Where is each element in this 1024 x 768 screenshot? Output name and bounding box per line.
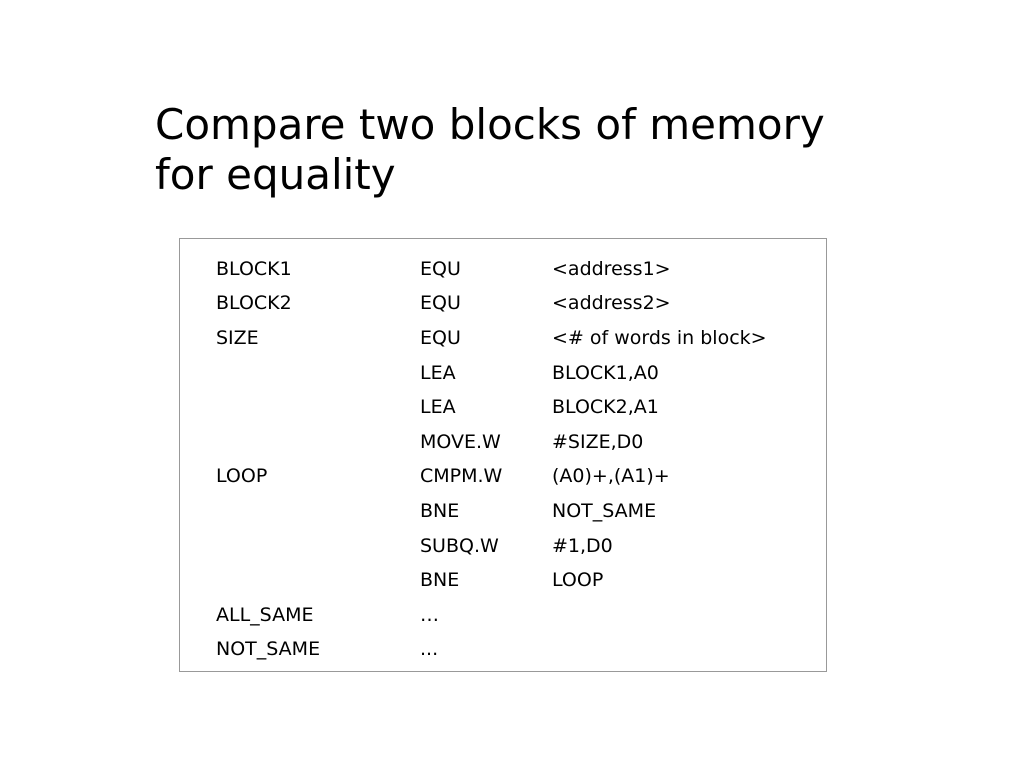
- code-row: LOOP CMPM.W (A0)+,(A1)+: [180, 461, 826, 491]
- code-operand: NOT_SAME: [552, 500, 657, 522]
- code-opcode: CMPM.W: [420, 465, 503, 487]
- code-row: BNE LOOP: [180, 565, 826, 595]
- code-row: LEA BLOCK2,A1: [180, 392, 826, 422]
- code-opcode: LEA: [420, 362, 456, 384]
- code-row: SUBQ.W #1,D0: [180, 531, 826, 561]
- code-operand: <# of words in block>: [552, 327, 767, 349]
- slide-title-line-1: Compare two blocks of memory: [155, 100, 825, 149]
- code-opcode: LEA: [420, 396, 456, 418]
- code-label: NOT_SAME: [216, 638, 321, 660]
- code-operand: <address1>: [552, 258, 671, 280]
- code-row: BNE NOT_SAME: [180, 496, 826, 526]
- code-label: BLOCK2: [216, 292, 292, 314]
- code-label: BLOCK1: [216, 258, 292, 280]
- code-operand: (A0)+,(A1)+: [552, 465, 670, 487]
- code-opcode: …: [420, 604, 439, 626]
- slide-title-line-2: for equality: [155, 150, 396, 199]
- code-operand: #SIZE,D0: [552, 431, 644, 453]
- code-opcode: EQU: [420, 292, 461, 314]
- code-opcode: MOVE.W: [420, 431, 501, 453]
- code-opcode: BNE: [420, 500, 460, 522]
- code-operand: BLOCK1,A0: [552, 362, 659, 384]
- code-listing-box: BLOCK1 EQU <address1> BLOCK2 EQU <addres…: [179, 238, 827, 672]
- code-row: LEA BLOCK1,A0: [180, 358, 826, 388]
- slide-title: Compare two blocks of memory for equalit…: [155, 100, 915, 200]
- code-opcode: EQU: [420, 258, 461, 280]
- code-row: BLOCK2 EQU <address2>: [180, 288, 826, 318]
- code-label: SIZE: [216, 327, 259, 349]
- code-row: SIZE EQU <# of words in block>: [180, 323, 826, 353]
- code-opcode: ...: [420, 638, 439, 660]
- code-row: ALL_SAME …: [180, 600, 826, 630]
- code-row: BLOCK1 EQU <address1>: [180, 254, 826, 284]
- code-label: LOOP: [216, 465, 268, 487]
- code-row: NOT_SAME ...: [180, 634, 826, 664]
- code-opcode: SUBQ.W: [420, 535, 499, 557]
- code-operand: #1,D0: [552, 535, 613, 557]
- code-opcode: BNE: [420, 569, 460, 591]
- code-operand: BLOCK2,A1: [552, 396, 659, 418]
- code-operand: <address2>: [552, 292, 671, 314]
- code-opcode: EQU: [420, 327, 461, 349]
- code-label: ALL_SAME: [216, 604, 314, 626]
- code-row: MOVE.W #SIZE,D0: [180, 427, 826, 457]
- code-operand: LOOP: [552, 569, 604, 591]
